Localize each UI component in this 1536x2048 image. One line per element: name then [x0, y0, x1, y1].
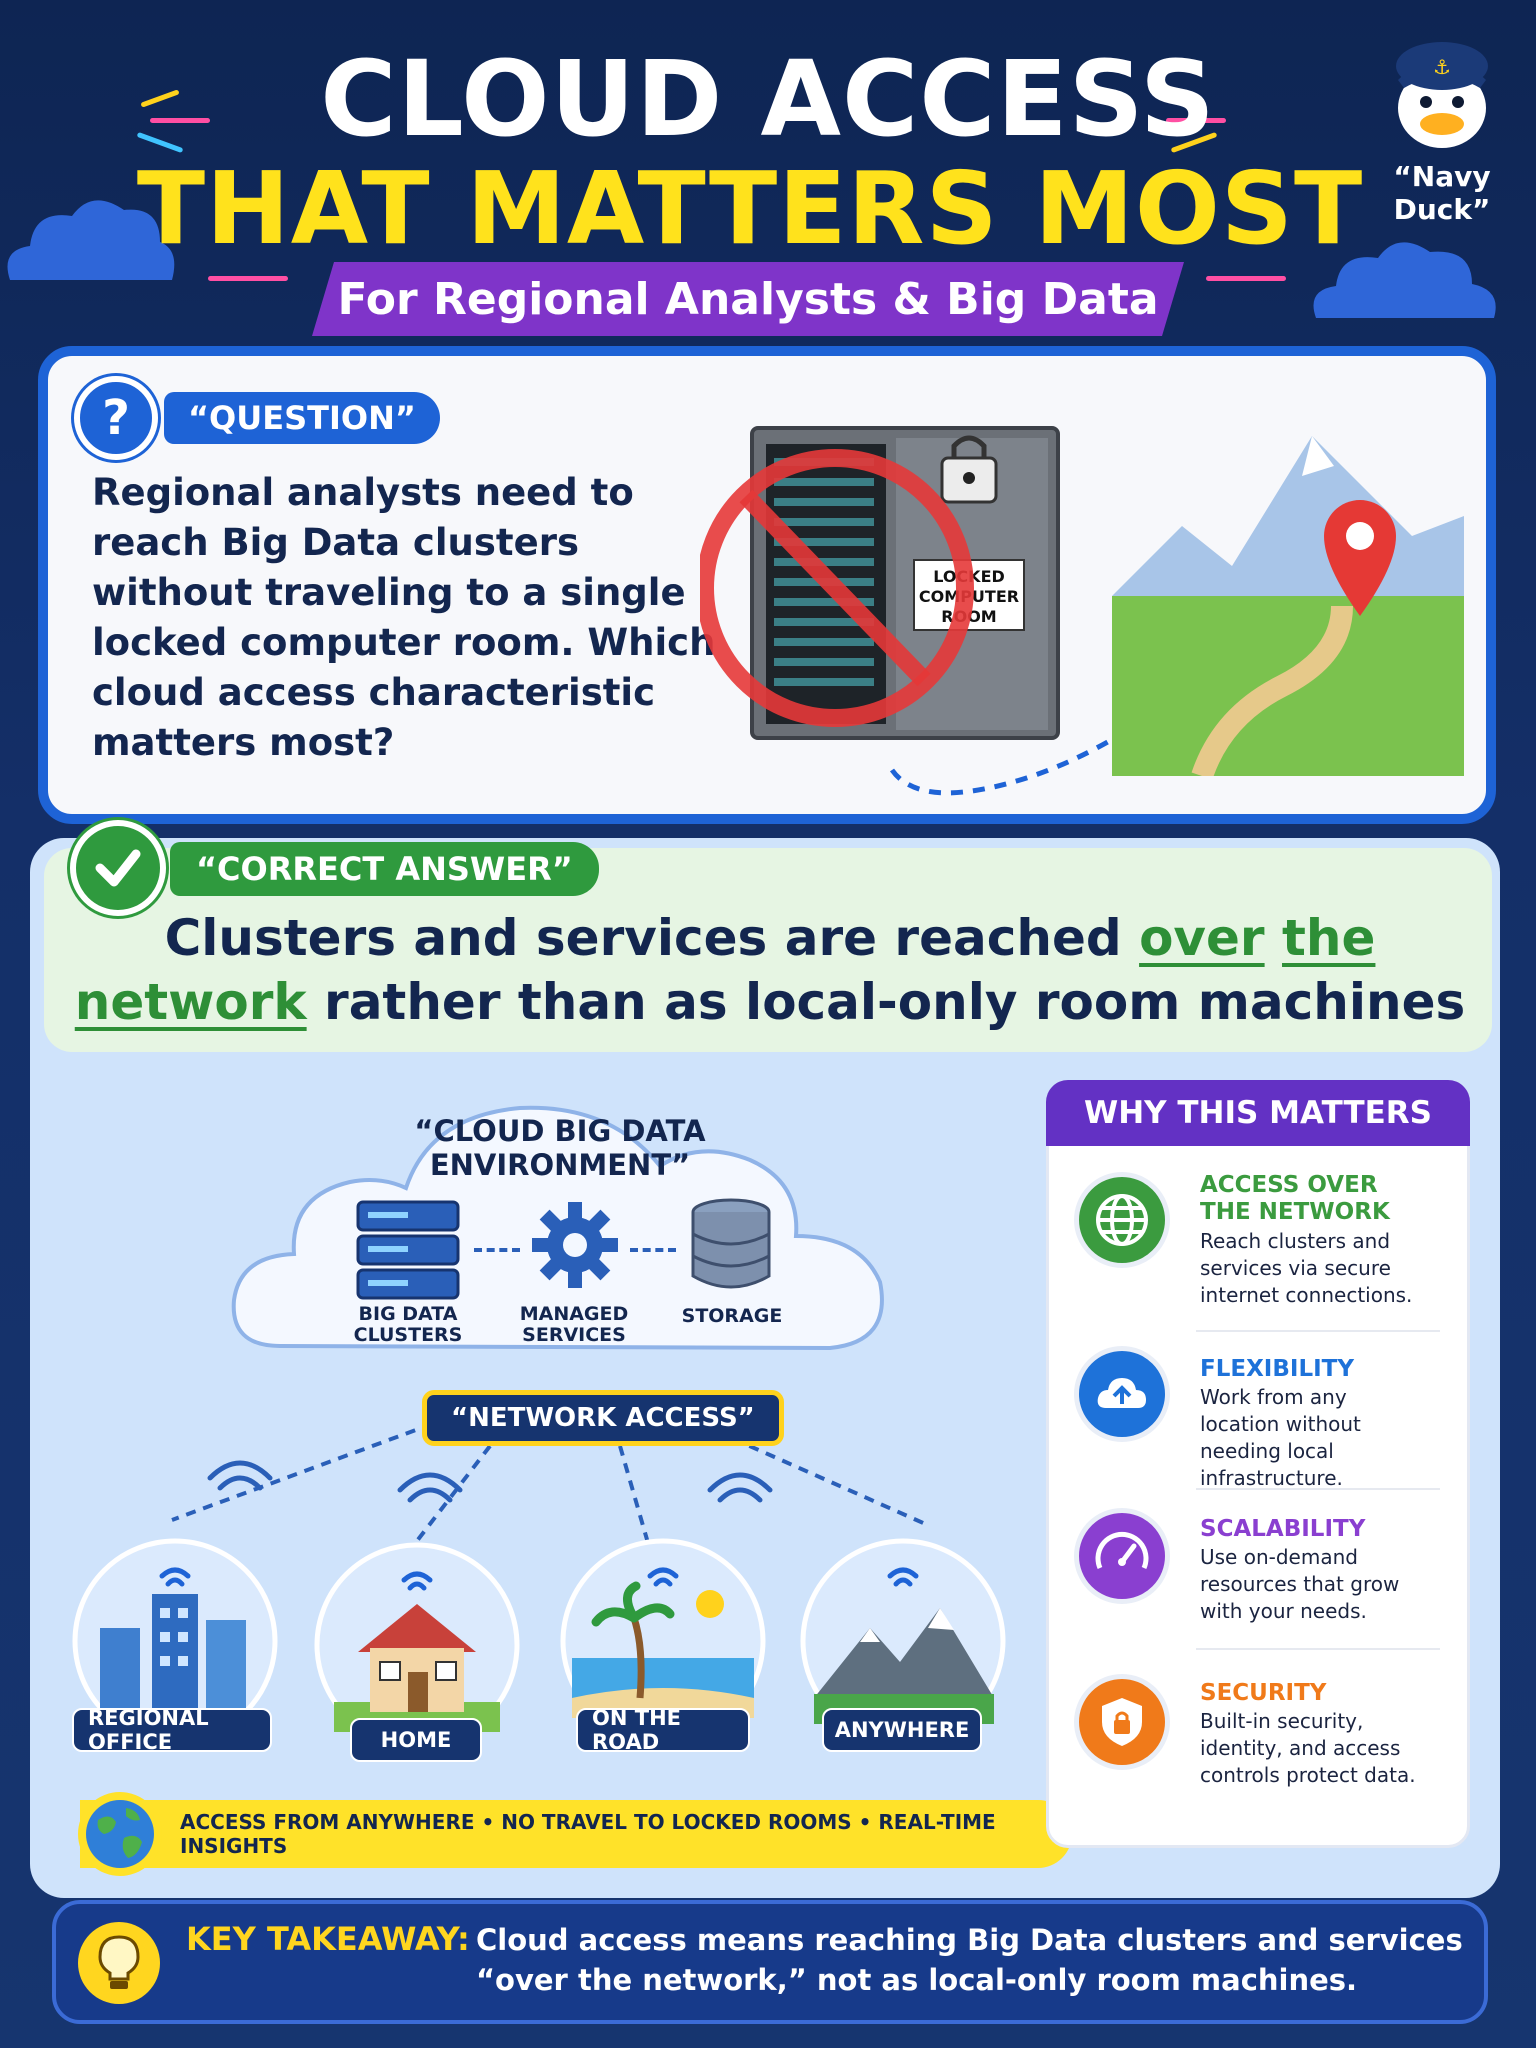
question-badge: “QUESTION” [164, 392, 440, 444]
navy-duck-mascot-icon: ⚓ [1396, 42, 1488, 148]
why-item-title: SECURITY [1200, 1680, 1327, 1706]
landscape-location-illustration [1112, 436, 1464, 776]
key-takeaway-banner [52, 1900, 1488, 2024]
globe-icon [1074, 1172, 1170, 1268]
sparkle-line [1166, 118, 1226, 123]
cloud-item-label: MANAGED SERVICES [519, 1303, 629, 1346]
speedometer-icon [1074, 1508, 1170, 1604]
sparkle-line [150, 118, 210, 123]
title-line-2: THAT MATTERS MOST [136, 150, 1364, 267]
answer-text-part: Clusters and services are reached [164, 909, 1140, 967]
storage-database-icon [691, 1198, 771, 1289]
earth-globe-icon [78, 1792, 162, 1876]
location-label-on-the-road: ON THE ROAD [576, 1706, 750, 1754]
divider [1196, 1648, 1440, 1650]
key-takeaway-text: Cloud access means reaching Big Data clu… [476, 1923, 1463, 1997]
why-item-desc: Use on-demand resources that grow with y… [1200, 1545, 1400, 1623]
cloud-environment-title: “CLOUD BIG DATA ENVIRONMENT” [414, 1114, 706, 1182]
cloud-item-label: STORAGE [681, 1305, 783, 1327]
locked-computer-room-illustration: LOCKED COMPUTER ROOM [700, 426, 1060, 740]
correct-answer-badge: “CORRECT ANSWER” [170, 842, 599, 896]
benefits-strip: ACCESS FROM ANYWHERE • NO TRAVEL TO LOCK… [80, 1800, 1072, 1868]
why-item-title: SCALABILITY [1200, 1516, 1366, 1542]
benefits-strip-text: ACCESS FROM ANYWHERE • NO TRAVEL TO LOCK… [180, 1810, 996, 1858]
question-icon: ? [74, 376, 158, 460]
lightbulb-icon [78, 1922, 160, 2004]
cloud-item-label: BIG DATA CLUSTERS [353, 1303, 463, 1346]
shield-lock-icon [1074, 1674, 1170, 1770]
title-line-1: CLOUD ACCESS [320, 38, 1216, 160]
answer-highlight: the [1282, 909, 1376, 967]
divider [1196, 1330, 1440, 1332]
cloud-connector [474, 1248, 520, 1252]
answer-text: Clusters and services are reached over t… [60, 906, 1480, 1034]
answer-text-part: rather than as local-only room machines [306, 973, 1466, 1031]
svg-text:⚓: ⚓ [1433, 55, 1451, 79]
divider [1196, 1488, 1440, 1490]
why-item-title: FLEXIBILITY [1200, 1356, 1355, 1382]
why-this-matters-header: WHY THIS MATTERS [1046, 1080, 1470, 1146]
cloud-decoration-left [7, 200, 175, 280]
why-item-desc: Work from any location without needing l… [1200, 1385, 1361, 1490]
why-item-desc: Reach clusters and services via secure i… [1200, 1229, 1413, 1307]
checkmark-icon [70, 820, 166, 916]
subtitle-banner: For Regional Analysts & Big Data [312, 262, 1184, 336]
network-access-badge: “NETWORK ACCESS” [422, 1390, 784, 1446]
location-label-home: HOME [350, 1718, 482, 1762]
cloud-upload-icon [1074, 1346, 1170, 1442]
key-takeaway-label: KEY TAKEAWAY: [186, 1920, 470, 1958]
sparkle-line [1206, 276, 1286, 281]
why-item-title: ACCESS OVER THE NETWORK [1200, 1172, 1390, 1225]
answer-highlight: over [1139, 909, 1265, 967]
cloud-connector [630, 1248, 676, 1252]
why-item-desc: Built-in security, identity, and access … [1200, 1709, 1416, 1787]
location-label-regional-office: REGIONAL OFFICE [72, 1706, 272, 1754]
managed-services-gear-icon [532, 1202, 618, 1288]
server-cluster-icon [356, 1200, 460, 1300]
location-label-anywhere: ANYWHERE [822, 1708, 982, 1752]
question-text: Regional analysts need to reach Big Data… [92, 471, 716, 764]
mascot-caption: “Navy Duck” [1393, 160, 1491, 226]
answer-highlight: network [74, 973, 307, 1031]
cloud-decoration-right [1313, 242, 1496, 318]
sparkle-line [208, 276, 288, 281]
